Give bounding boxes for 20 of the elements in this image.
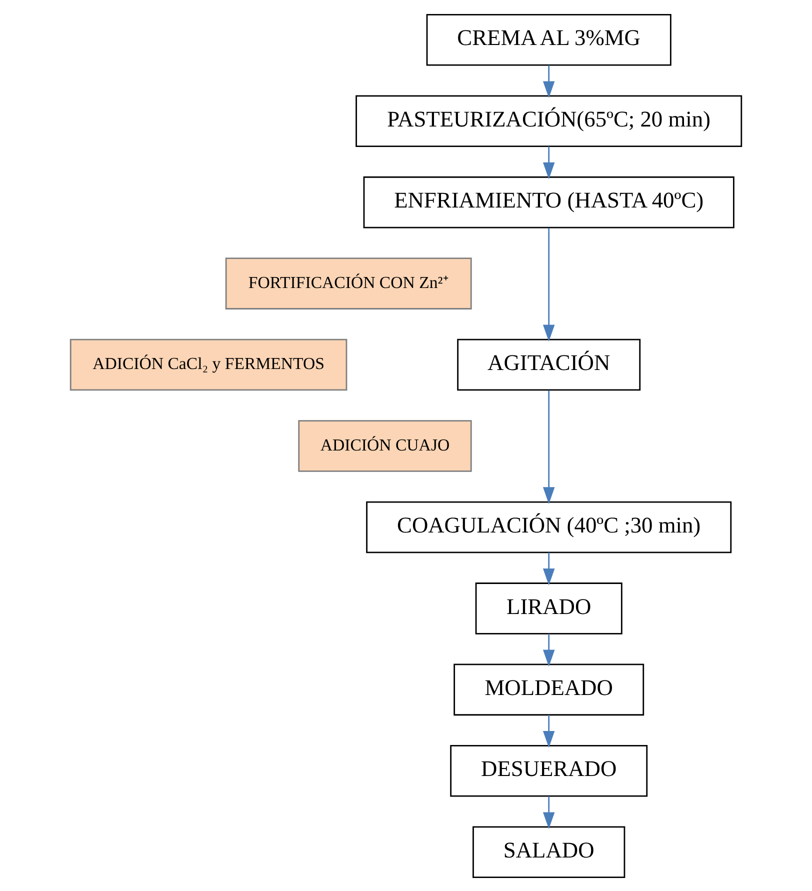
node-box: SALADO — [472, 826, 626, 878]
node-box: LIRADO — [475, 582, 622, 634]
node-box: AGITACIÓN — [457, 338, 641, 390]
node-box: ADICIÓN CUAJO — [298, 420, 472, 472]
node-box: ADICIÓN CaCl₂ y FERMENTOS — [70, 338, 348, 390]
arrow — [542, 552, 555, 585]
arrow — [542, 714, 555, 748]
node-box: COAGULACIÓN (40ºC ;30 min) — [366, 500, 732, 553]
node-box: PASTEURIZACIÓN(65ºC; 20 min) — [356, 94, 742, 146]
arrow — [542, 64, 555, 98]
node-box: FORTIFICACIÓN CON Zn²⁺ — [225, 257, 472, 309]
arrow — [542, 146, 555, 179]
arrow — [542, 227, 555, 342]
arrow — [542, 633, 555, 666]
node-box: CREMA AL 3%MG — [426, 13, 672, 66]
node-box: DESUERADO — [450, 744, 648, 796]
node-box: ENFRIAMIENTO (HASTA 40ºC) — [363, 176, 734, 228]
node-box: MOLDEADO — [454, 663, 644, 716]
arrow — [542, 390, 555, 504]
arrow — [542, 796, 555, 829]
